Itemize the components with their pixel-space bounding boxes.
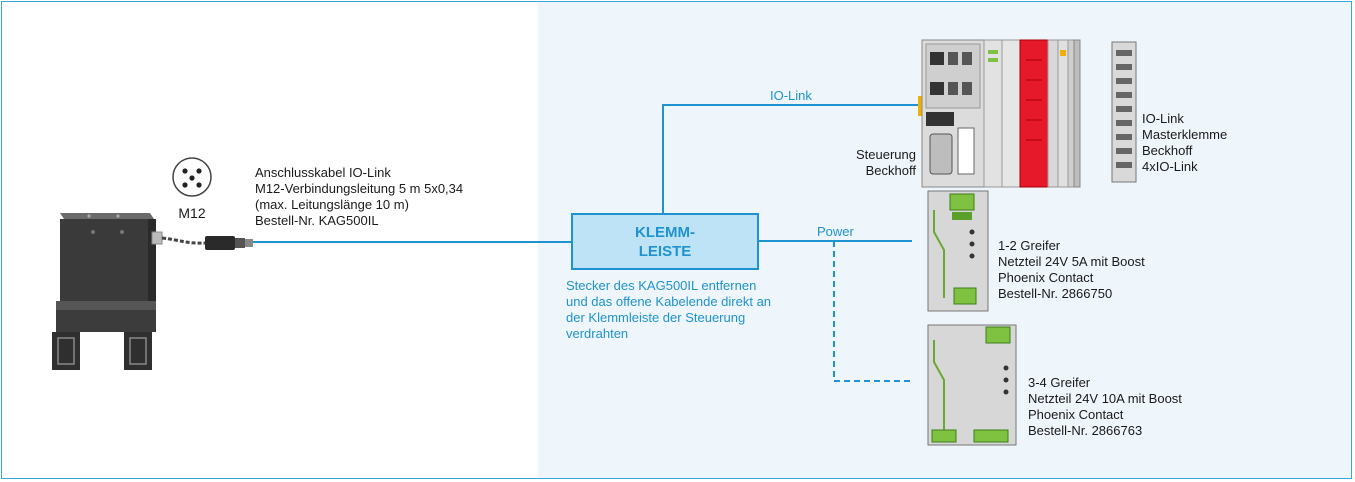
terminal-note-line: Stecker des KAG500IL entfernen [566, 278, 757, 293]
gripper-icon [52, 213, 163, 370]
terminal-block: KLEMM- LEISTE [571, 213, 759, 270]
power-supply-1-line: Bestell-Nr. 2866750 [998, 286, 1113, 301]
controller-label-line: Beckhoff [865, 163, 916, 178]
power-supply-5a-icon [927, 190, 989, 312]
cable-info-line: Bestell-Nr. KAG500IL [255, 213, 379, 228]
terminal-note: Stecker des KAG500IL entfernen und das o… [566, 278, 771, 342]
cable-plug-icon [161, 236, 253, 250]
power-line-dashed [833, 241, 914, 382]
plc-controller-icon [918, 39, 1081, 188]
io-link-label: IO-Link [770, 88, 812, 103]
power-supply-2-line: Netzteil 24V 10A mit Boost [1028, 391, 1182, 406]
io-link-line [662, 104, 922, 213]
cable-info-label: Anschlusskabel IO-Link M12-Verbindungsle… [255, 165, 463, 229]
power-supply-2-line: 3-4 Greifer [1028, 375, 1091, 390]
power-supply-2-line: Bestell-Nr. 2866763 [1028, 423, 1143, 438]
terminal-note-line: der Klemmleiste der Steuerung [566, 310, 746, 325]
power-supply-2-line: Phoenix Contact [1028, 407, 1124, 422]
terminal-block-label-1: KLEMM- [635, 223, 695, 241]
power-label: Power [817, 224, 854, 239]
controller-label-line: Steuerung [856, 147, 916, 162]
power-supply-1-line: Phoenix Contact [998, 270, 1094, 285]
io-link-master-line: Beckhoff [1142, 143, 1193, 158]
m12-connector-icon [172, 157, 212, 197]
power-supply-1-line: 1-2 Greifer [998, 238, 1061, 253]
power-supply-2-label: 3-4 Greifer Netzteil 24V 10A mit Boost P… [1028, 375, 1182, 439]
terminal-note-line: verdrahten [566, 326, 629, 341]
io-link-master-label: IO-Link Masterklemme Beckhoff 4xIO-Link [1142, 111, 1227, 175]
io-link-master-line: 4xIO-Link [1142, 159, 1198, 174]
io-link-master-terminal-icon [1111, 41, 1137, 183]
controller-label: Steuerung Beckhoff [826, 147, 916, 179]
power-supply-1-label: 1-2 Greifer Netzteil 24V 5A mit Boost Ph… [998, 238, 1145, 302]
cable-info-line: (max. Leitungslänge 10 m) [255, 197, 409, 212]
cable-info-line: M12-Verbindungsleitung 5 m 5x0,34 [255, 181, 464, 196]
cable-info-line: Anschlusskabel IO-Link [255, 165, 391, 180]
io-link-master-line: Masterklemme [1142, 127, 1228, 142]
io-link-master-line: IO-Link [1142, 111, 1184, 126]
terminal-note-line: und das offene Kabelende direkt an [566, 294, 772, 309]
m12-label: M12 [178, 205, 206, 221]
power-supply-1-line: Netzteil 24V 5A mit Boost [998, 254, 1145, 269]
terminal-block-label-2: LEISTE [638, 242, 692, 260]
power-supply-10a-icon [927, 324, 1017, 446]
